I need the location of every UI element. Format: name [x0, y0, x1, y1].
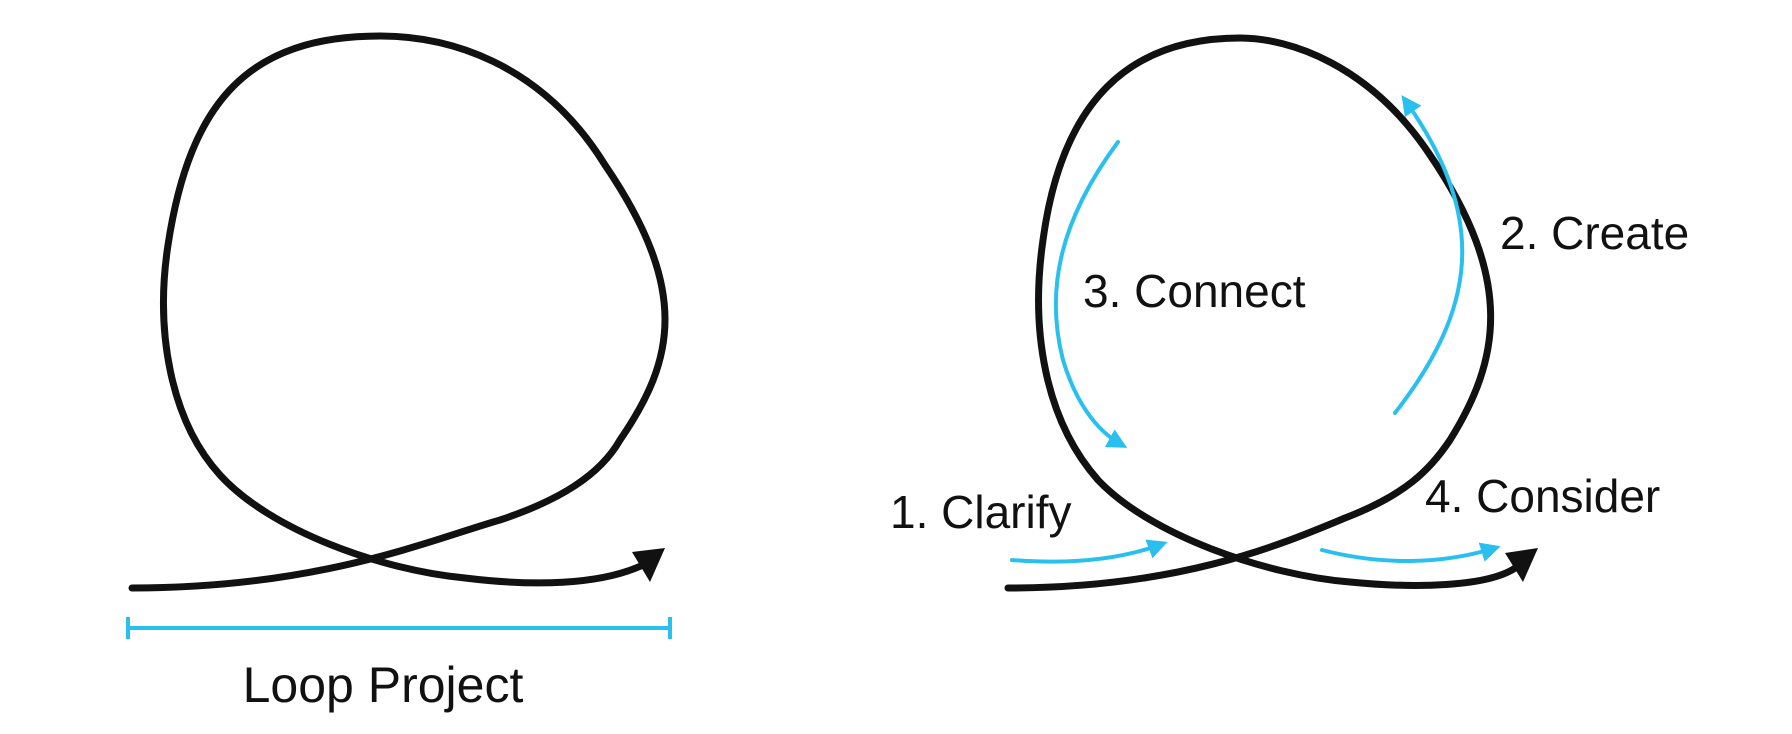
left-loop-group: [128, 32, 669, 592]
loop-project-bracket: [126, 617, 672, 639]
loop-project-label: Loop Project: [243, 657, 524, 713]
step-1-arrow: [1010, 539, 1168, 564]
step-3-arrow: [1053, 140, 1128, 448]
right-loop-group: [1004, 34, 1538, 592]
step-4-arrow: [1320, 542, 1501, 563]
step-1-label: 1. Clarify: [890, 486, 1071, 538]
step-2-label: 2. Create: [1500, 207, 1689, 259]
left-loop-stroke: [128, 32, 669, 592]
step-3-label: 3. Connect: [1083, 265, 1306, 317]
step-4-label: 4. Consider: [1425, 470, 1660, 522]
step-2-arrow: [1393, 95, 1465, 415]
left-loop-arrowhead: [632, 548, 665, 582]
right-loop-stroke: [1004, 34, 1522, 592]
right-loop-arrowhead: [1505, 548, 1538, 582]
